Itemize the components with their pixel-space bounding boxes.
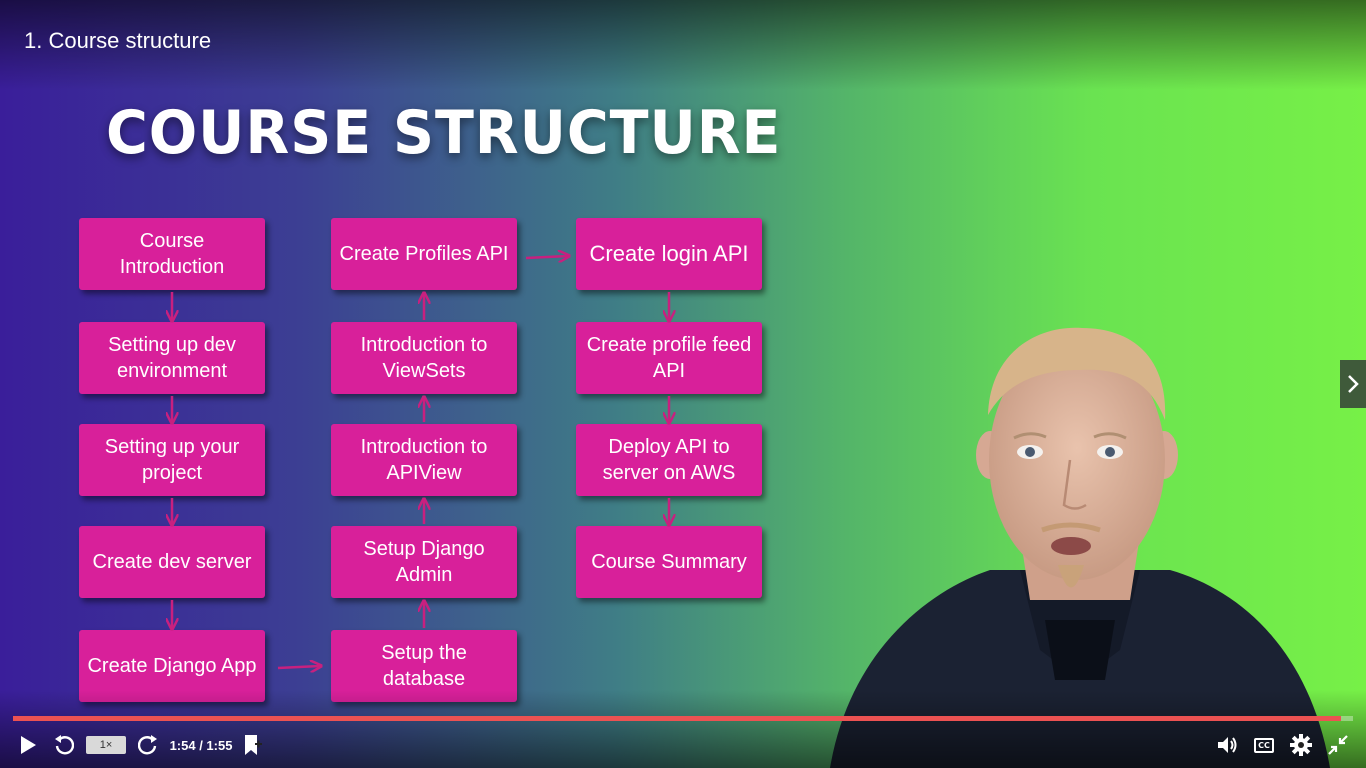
chevron-right-icon — [1348, 375, 1359, 393]
add-bookmark-button[interactable] — [240, 730, 264, 760]
step-profile-feed-api: Create profile feed API — [576, 322, 762, 394]
settings-button[interactable] — [1289, 730, 1313, 760]
captions-button[interactable]: CC — [1252, 730, 1276, 760]
time-text: 1:54 / 1:55 — [169, 737, 233, 753]
step-profiles-api: Create Profiles API — [331, 218, 517, 290]
next-lecture-button[interactable] — [1340, 360, 1366, 408]
step-dev-server: Create dev server — [79, 526, 265, 598]
step-deploy-aws: Deploy API to server on AWS — [576, 424, 762, 496]
playback-speed-button[interactable]: 1× — [86, 736, 126, 754]
step-course-introduction: Course Introduction — [79, 218, 265, 290]
player-controls: 1× 1:54 / 1:55 CC — [0, 730, 1366, 760]
exit-fullscreen-icon — [1328, 735, 1348, 755]
top-shade — [0, 0, 1366, 90]
step-login-api: Create login API — [576, 218, 762, 290]
bookmark-add-icon — [245, 735, 262, 755]
rewind-button[interactable] — [52, 730, 76, 760]
video-title: 1. Course structure — [24, 28, 212, 53]
forward-icon — [138, 735, 157, 755]
step-course-summary: Course Summary — [576, 526, 762, 598]
time-display: 1:54 / 1:55 — [168, 730, 234, 760]
step-dev-environment: Setting up dev environment — [79, 322, 265, 394]
step-django-admin: Setup Django Admin — [331, 526, 517, 598]
step-viewsets: Introduction to ViewSets — [331, 322, 517, 394]
step-apiview: Introduction to APIView — [331, 424, 517, 496]
gear-icon — [1290, 734, 1312, 756]
controls-shade — [0, 690, 1366, 768]
exit-fullscreen-button[interactable] — [1326, 730, 1350, 760]
volume-button[interactable] — [1216, 730, 1240, 760]
captions-icon: CC — [1254, 737, 1274, 753]
slide-heading: COURSE STRUCTURE — [106, 98, 782, 168]
step-setup-project: Setting up your project — [79, 424, 265, 496]
progress-bar[interactable] — [13, 716, 1353, 721]
progress-bar-fill — [13, 716, 1341, 721]
captions-label: CC — [1258, 740, 1270, 750]
play-button[interactable] — [16, 730, 40, 760]
rewind-icon — [55, 735, 74, 755]
volume-icon — [1218, 737, 1237, 753]
play-icon — [21, 736, 36, 754]
forward-button[interactable] — [136, 730, 160, 760]
